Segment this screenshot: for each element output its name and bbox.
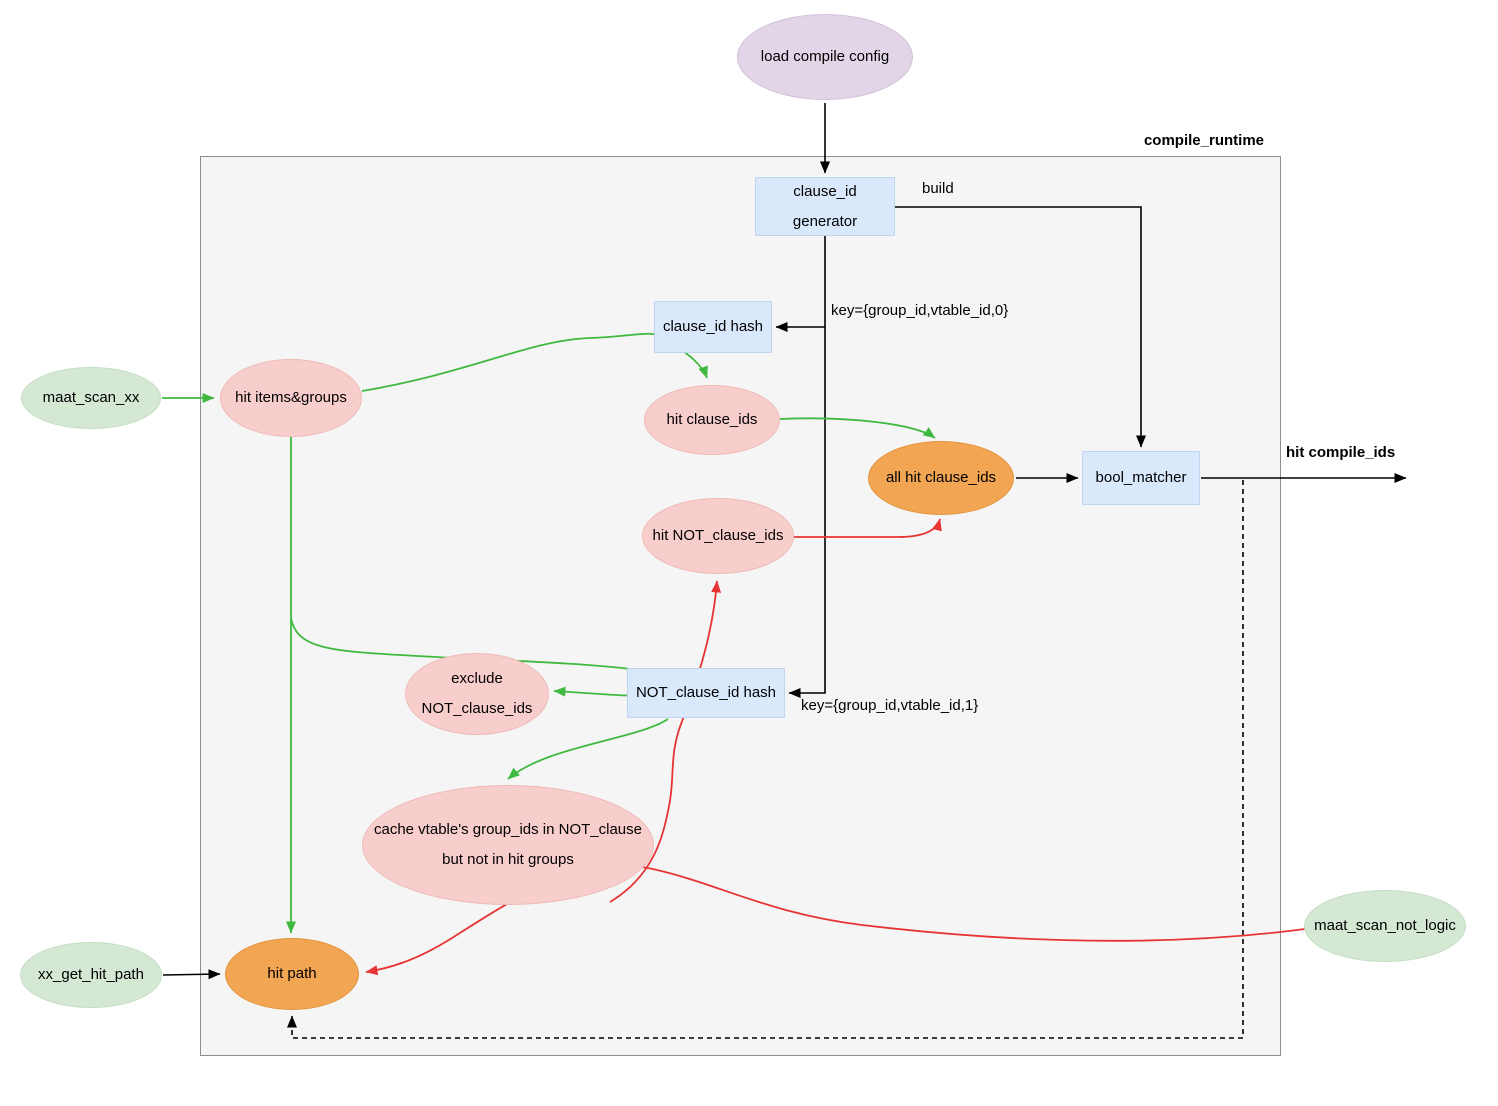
node-label: load compile config (760, 48, 890, 65)
node-label: NOT_clause_ids (421, 700, 533, 717)
node-label: generator (792, 212, 858, 230)
node-label: xx_get_hit_path (38, 966, 144, 983)
node-label: hit path (267, 965, 317, 982)
compile-runtime-container (200, 156, 1281, 1056)
node-label: hit NOT_clause_ids (652, 527, 784, 544)
node-bool-matcher: bool_matcher (1082, 451, 1200, 505)
node-not-clause-id-hash: NOT_clause_id hash (627, 668, 785, 718)
node-maat-scan-not-logic: maat_scan_not_logic (1304, 890, 1466, 962)
edge-label-key1: key={group_id,vtable_id,1} (801, 697, 979, 714)
edge-label-build: build (922, 180, 954, 197)
node-label: hit items&groups (235, 389, 347, 406)
node-label: all hit clause_ids (885, 469, 997, 486)
node-label: maat_scan_xx (42, 389, 140, 406)
node-xx-get-hit-path: xx_get_hit_path (20, 942, 162, 1008)
output-label-hit-compile-ids: hit compile_ids (1286, 444, 1396, 461)
node-label: but not in hit groups (442, 851, 574, 868)
node-label: NOT_clause_id hash (635, 684, 777, 701)
node-cache-vtable: cache vtable's group_ids in NOT_clause b… (362, 785, 654, 905)
node-label: clause_id (793, 182, 857, 200)
container-title: compile_runtime (1143, 132, 1264, 149)
node-clause-id-generator: clause_id generator (755, 177, 895, 236)
edge-label-key0: key={group_id,vtable_id,0} (831, 302, 1009, 319)
node-label: hit clause_ids (666, 411, 758, 428)
node-maat-scan-xx: maat_scan_xx (21, 367, 161, 429)
node-clause-id-hash: clause_id hash (654, 301, 772, 353)
node-load-compile-config: load compile config (737, 14, 913, 100)
node-all-hit-clause-ids: all hit clause_ids (868, 441, 1014, 515)
node-hit-not-clause-ids: hit NOT_clause_ids (642, 498, 794, 574)
node-label: cache vtable's group_ids in NOT_clause (373, 821, 642, 838)
node-label: bool_matcher (1095, 469, 1187, 486)
node-label: maat_scan_not_logic (1314, 917, 1456, 934)
node-label: exclude (451, 670, 503, 687)
node-hit-items-groups: hit items&groups (220, 359, 362, 437)
node-label: clause_id hash (662, 318, 764, 335)
node-hit-path: hit path (225, 938, 359, 1010)
node-hit-clause-ids: hit clause_ids (644, 385, 780, 455)
node-exclude-not-clause-ids: exclude NOT_clause_ids (405, 653, 549, 735)
